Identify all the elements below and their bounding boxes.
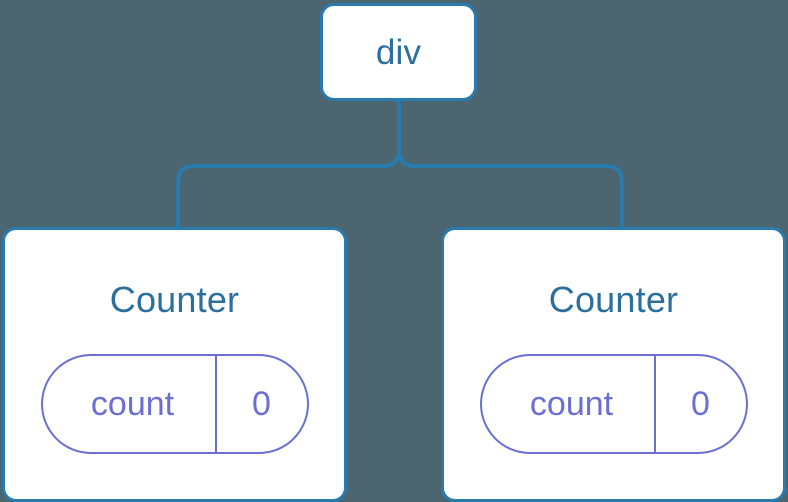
node-counter-right-title: Counter xyxy=(548,279,679,320)
node-counter-left-title: Counter xyxy=(109,279,240,320)
state-key-left: count xyxy=(43,356,217,452)
state-value-right: 0 xyxy=(691,385,710,423)
node-counter-left[interactable]: Counter count 0 xyxy=(2,227,347,502)
state-value-left: 0 xyxy=(252,385,271,423)
state-key-right: count xyxy=(482,356,656,452)
node-counter-right[interactable]: Counter count 0 xyxy=(441,227,786,502)
node-root-label: div xyxy=(375,32,422,72)
edge-root-to-counter-left xyxy=(176,149,401,229)
edge-root-to-counter-right xyxy=(397,149,624,229)
node-root-div[interactable]: div xyxy=(320,3,477,101)
state-pill-right[interactable]: count 0 xyxy=(479,354,748,454)
state-pill-left[interactable]: count 0 xyxy=(40,354,309,454)
